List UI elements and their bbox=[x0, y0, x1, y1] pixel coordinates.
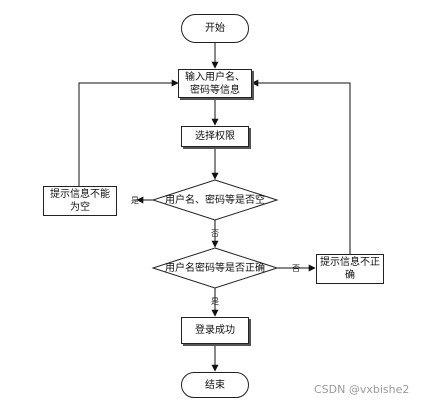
end-node: 结束 bbox=[181, 372, 249, 398]
login-success-label: 登录成功 bbox=[195, 325, 235, 336]
edge-label-empty-no: 否 bbox=[211, 229, 219, 238]
edge-label-correct-no: 否 bbox=[292, 264, 300, 273]
end-label: 结束 bbox=[205, 379, 225, 391]
prompt-incorrect-node: 提示信息不正 确 bbox=[316, 254, 384, 284]
edge-prompt-empty-loop bbox=[78, 79, 179, 186]
check-empty-node: 用户名、密码等是否空 bbox=[160, 190, 270, 210]
select-role-node: 选择权限 bbox=[181, 126, 249, 147]
select-role-label: 选择权限 bbox=[195, 131, 235, 142]
start-label: 开始 bbox=[205, 23, 225, 34]
prompt-empty-label: 提示信息不能 为空 bbox=[50, 189, 110, 213]
prompt-incorrect-label: 提示信息不正 确 bbox=[320, 257, 380, 281]
login-success-node: 登录成功 bbox=[181, 317, 249, 344]
watermark: CSDN @vxbishe2 bbox=[314, 383, 410, 396]
start-node: 开始 bbox=[181, 14, 249, 43]
input-node: 输入用户名、 密码等信息 bbox=[178, 69, 252, 98]
input-label: 输入用户名、 密码等信息 bbox=[185, 71, 245, 96]
prompt-empty-node: 提示信息不能 为空 bbox=[43, 186, 117, 216]
edge-prompt-incorrect-loop bbox=[251, 79, 351, 254]
check-empty-label: 用户名、密码等是否空 bbox=[165, 194, 265, 206]
check-correct-node: 用户名密码等是否正确 bbox=[160, 258, 270, 278]
check-correct-label: 用户名密码等是否正确 bbox=[165, 262, 265, 274]
edge-label-empty-yes: 是 bbox=[131, 196, 139, 205]
edge-label-correct-yes: 是 bbox=[211, 297, 219, 306]
